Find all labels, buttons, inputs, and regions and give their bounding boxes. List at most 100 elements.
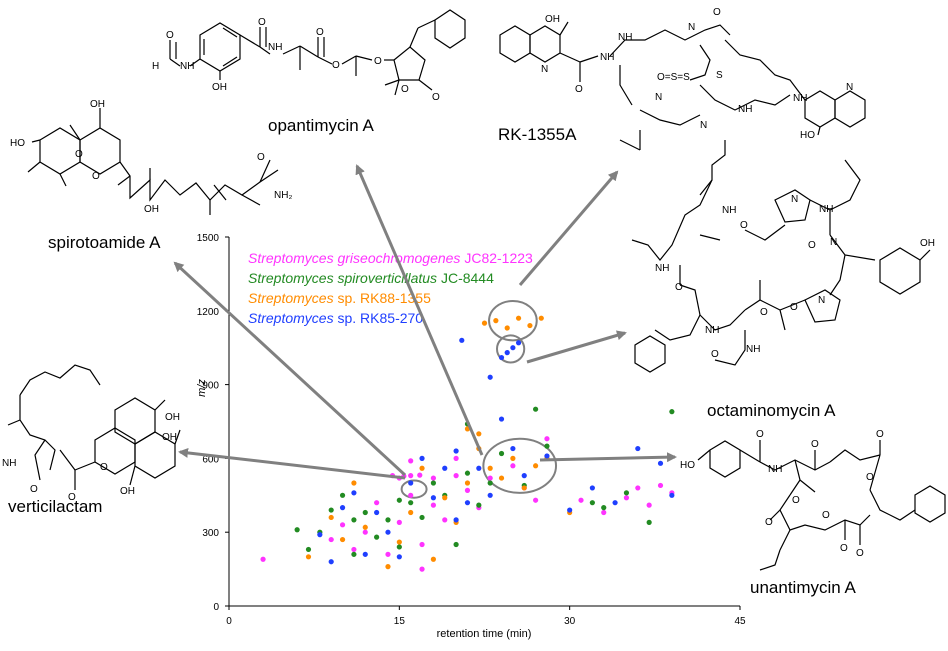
legend-entry-4: Streptomyces sp. RK85-270 <box>248 310 423 326</box>
legend-entry-1: Streptomyces griseochromogenes JC82-1223 <box>248 250 533 266</box>
atom-hn: NH <box>2 458 16 469</box>
arrow-to-spirotoamide <box>173 261 407 477</box>
point-s4-20 <box>510 445 516 452</box>
atom-o: O <box>876 429 884 440</box>
y-tick-label: 900 <box>202 381 219 392</box>
point-s4-13 <box>453 517 459 523</box>
legend-strain: JC82-1223 <box>460 250 533 266</box>
legend-species: Streptomyces griseochromogenes <box>248 250 460 266</box>
point-s1-16 <box>442 517 448 523</box>
atom-o: O <box>790 302 798 313</box>
atom-nh: NH <box>722 205 736 216</box>
atom-n: N <box>791 194 798 205</box>
atom-nh: NH <box>746 344 760 355</box>
point-s4-6 <box>374 509 380 516</box>
point-s1-11 <box>408 458 414 464</box>
atom-nh2: NH₂ <box>274 190 292 201</box>
atom-o: O <box>257 152 265 163</box>
point-s4-12 <box>442 465 448 471</box>
arrow-to-verticilactam <box>178 447 406 480</box>
axes <box>228 237 740 607</box>
point-s3-23 <box>493 318 499 324</box>
point-s1-6 <box>374 500 380 506</box>
point-s4-8 <box>396 554 402 560</box>
point-s4-1 <box>317 532 323 538</box>
y-axis-label: m/z <box>196 379 208 397</box>
octaminomycin-structure: NH O N NH O N OH N O O NH NH O NH O octa… <box>631 140 935 420</box>
point-s3-5 <box>362 524 368 530</box>
point-s2-21 <box>487 480 493 486</box>
point-s2-9 <box>374 534 380 540</box>
legend-species: Streptomyces spiroverticillatus <box>248 270 437 286</box>
point-s4-16 <box>476 465 482 471</box>
atom-oh: OH <box>162 432 177 443</box>
point-s4-15 <box>464 500 471 506</box>
highlight-ellipses <box>400 299 558 499</box>
x-tick-label: 15 <box>394 616 406 627</box>
point-s1-13 <box>419 566 425 572</box>
x-axis-label: retention time (min) <box>437 628 532 640</box>
point-s1-1 <box>260 556 266 562</box>
point-s3-1 <box>305 554 312 560</box>
atom-o: O <box>711 349 719 360</box>
atom-o: O <box>866 472 874 483</box>
legend-strain: JC-8444 <box>437 270 494 286</box>
point-s4-30 <box>504 350 510 356</box>
point-s4-19 <box>498 416 505 422</box>
point-s1-5 <box>362 529 368 535</box>
point-s1-22 <box>510 463 516 469</box>
point-s3-10 <box>430 556 436 562</box>
point-s2-24 <box>533 406 539 412</box>
atom-o: O <box>811 439 819 450</box>
legend-entry-3: Streptomyces sp. RK88-1355 <box>248 290 431 306</box>
point-s4-26 <box>635 445 641 452</box>
point-s2-27 <box>601 505 607 511</box>
atom-oh: OH <box>90 99 105 110</box>
atom-nh: NH <box>738 104 752 115</box>
atom-n: N <box>700 120 707 131</box>
verticilactam-structure: NH O O O OH OH OH verticilactam <box>2 364 181 516</box>
legend-strain: sp. RK88-1355 <box>334 290 431 306</box>
point-s2-30 <box>669 409 675 415</box>
point-s1-28 <box>623 495 630 501</box>
point-s1-3 <box>339 522 346 528</box>
point-s2-2 <box>305 546 312 553</box>
point-s2-25 <box>544 443 550 449</box>
y-tick-label: 0 <box>213 602 219 613</box>
point-s1-7 <box>385 551 391 557</box>
opantimycin-structure: H NH O OH O NH O O O O O opantimycin A <box>152 9 466 135</box>
x-tick-label: 45 <box>734 616 746 627</box>
point-s2-5 <box>339 492 346 498</box>
point-s4-24 <box>589 485 595 491</box>
arrow-to-opantimycin <box>355 164 484 456</box>
point-s2-28 <box>623 490 630 496</box>
spirotoamide-structure: OH HO O O OH O NH₂ spirotoamide A <box>10 99 292 252</box>
point-s4-3 <box>339 505 346 511</box>
point-s3-19 <box>533 463 539 469</box>
point-s1-27 <box>601 509 607 516</box>
y-tick-label: 1500 <box>197 233 220 244</box>
point-s2-8 <box>362 509 368 516</box>
atom-o: O <box>760 307 768 318</box>
point-s3-7 <box>396 539 402 545</box>
legend: Streptomyces griseochromogenes JC82-1223… <box>248 250 533 326</box>
legend-entry-2: Streptomyces spiroverticillatus JC-8444 <box>248 270 494 286</box>
point-s2-13 <box>408 500 414 506</box>
point-s4-7 <box>385 529 391 535</box>
point-s3-28 <box>476 431 482 437</box>
point-s1-12 <box>419 541 425 548</box>
point-s2-7 <box>351 551 357 557</box>
atom-nh: NH <box>600 52 614 63</box>
atom-h: H <box>152 61 159 72</box>
arrow-to-rk1355 <box>518 170 619 286</box>
atom-o: O <box>575 84 583 95</box>
atom-nh: NH <box>768 464 782 475</box>
point-s1-18 <box>453 473 459 479</box>
atom-os: O=S=S <box>657 72 690 83</box>
highlight-ellipse-1 <box>400 479 428 499</box>
point-s3-18 <box>521 485 527 491</box>
atom-ho: HO <box>800 130 815 141</box>
